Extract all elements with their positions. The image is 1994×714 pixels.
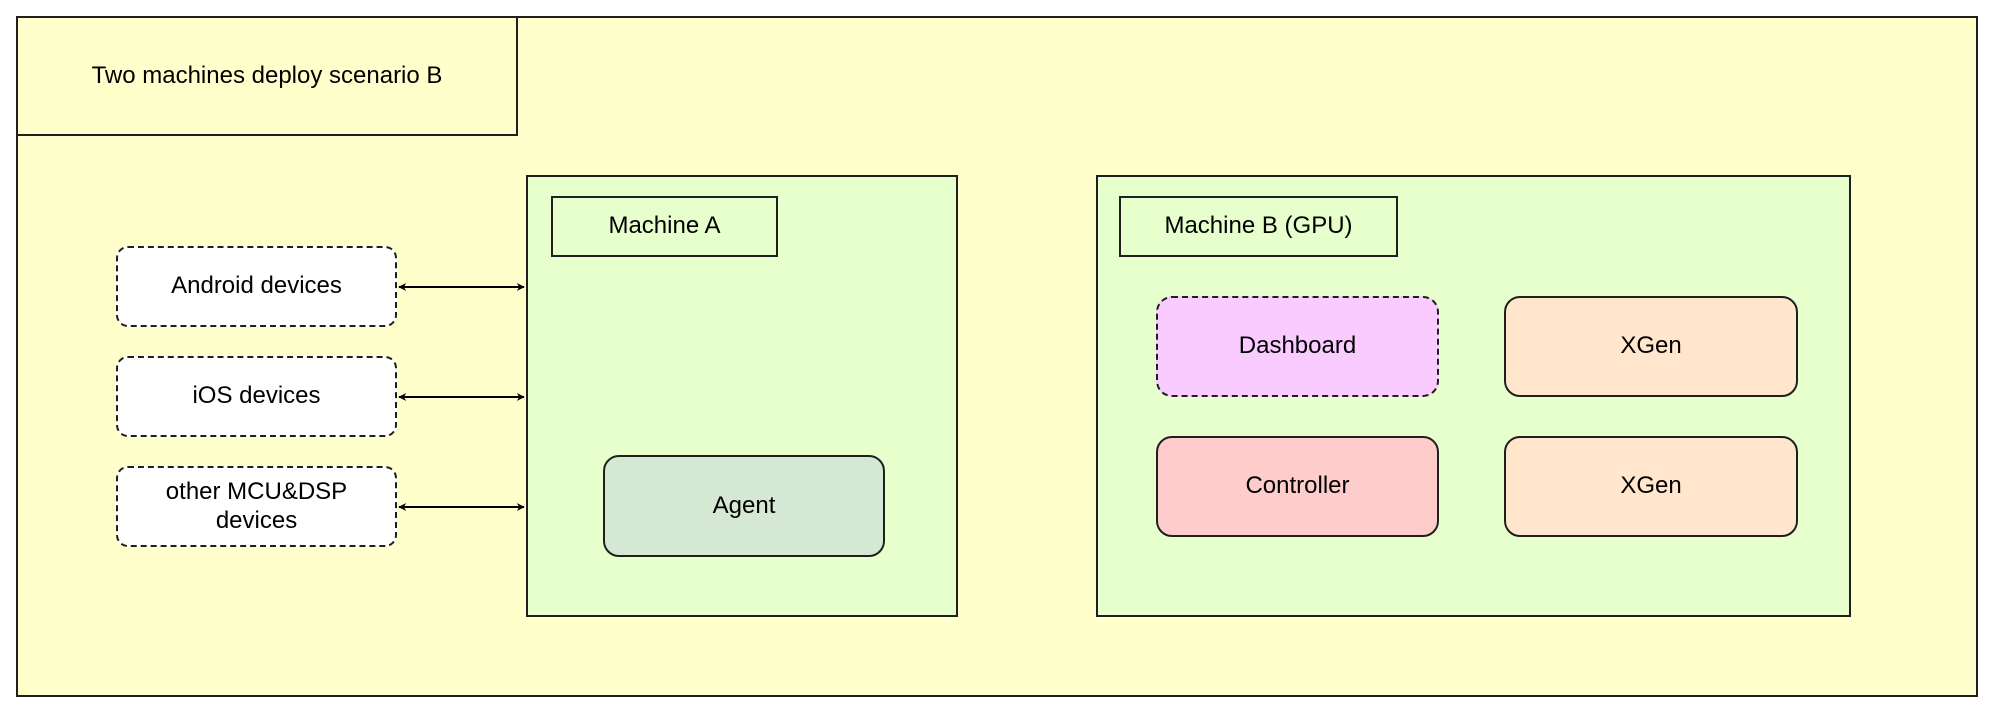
- ios-devices-node: iOS devices: [116, 356, 397, 437]
- xgen-node-2: XGen: [1504, 436, 1798, 537]
- controller-node: Controller: [1156, 436, 1439, 537]
- scenario-title-label: Two machines deploy scenario B: [91, 61, 443, 89]
- xgen-node-1: XGen: [1504, 296, 1798, 397]
- mcu-dsp-devices-label: other MCU&DSP devices: [165, 477, 348, 534]
- android-devices-label: Android devices: [171, 272, 342, 300]
- xgen-label-1: XGen: [1620, 332, 1682, 360]
- machine-a-label-text: Machine A: [608, 212, 721, 240]
- dashboard-label: Dashboard: [1238, 332, 1357, 360]
- dashboard-node: Dashboard: [1156, 296, 1439, 397]
- scenario-title: Two machines deploy scenario B: [16, 16, 518, 136]
- agent-label: Agent: [712, 491, 776, 519]
- android-devices-node: Android devices: [116, 246, 397, 327]
- machine-b-label: Machine B (GPU): [1119, 196, 1398, 257]
- agent-node: Agent: [603, 455, 885, 557]
- mcu-dsp-devices-node: other MCU&DSP devices: [116, 466, 397, 547]
- ios-devices-label: iOS devices: [192, 382, 321, 410]
- controller-label: Controller: [1245, 472, 1350, 500]
- xgen-label-2: XGen: [1620, 472, 1682, 500]
- machine-b-label-text: Machine B (GPU): [1164, 212, 1353, 240]
- machine-a-label: Machine A: [551, 196, 778, 257]
